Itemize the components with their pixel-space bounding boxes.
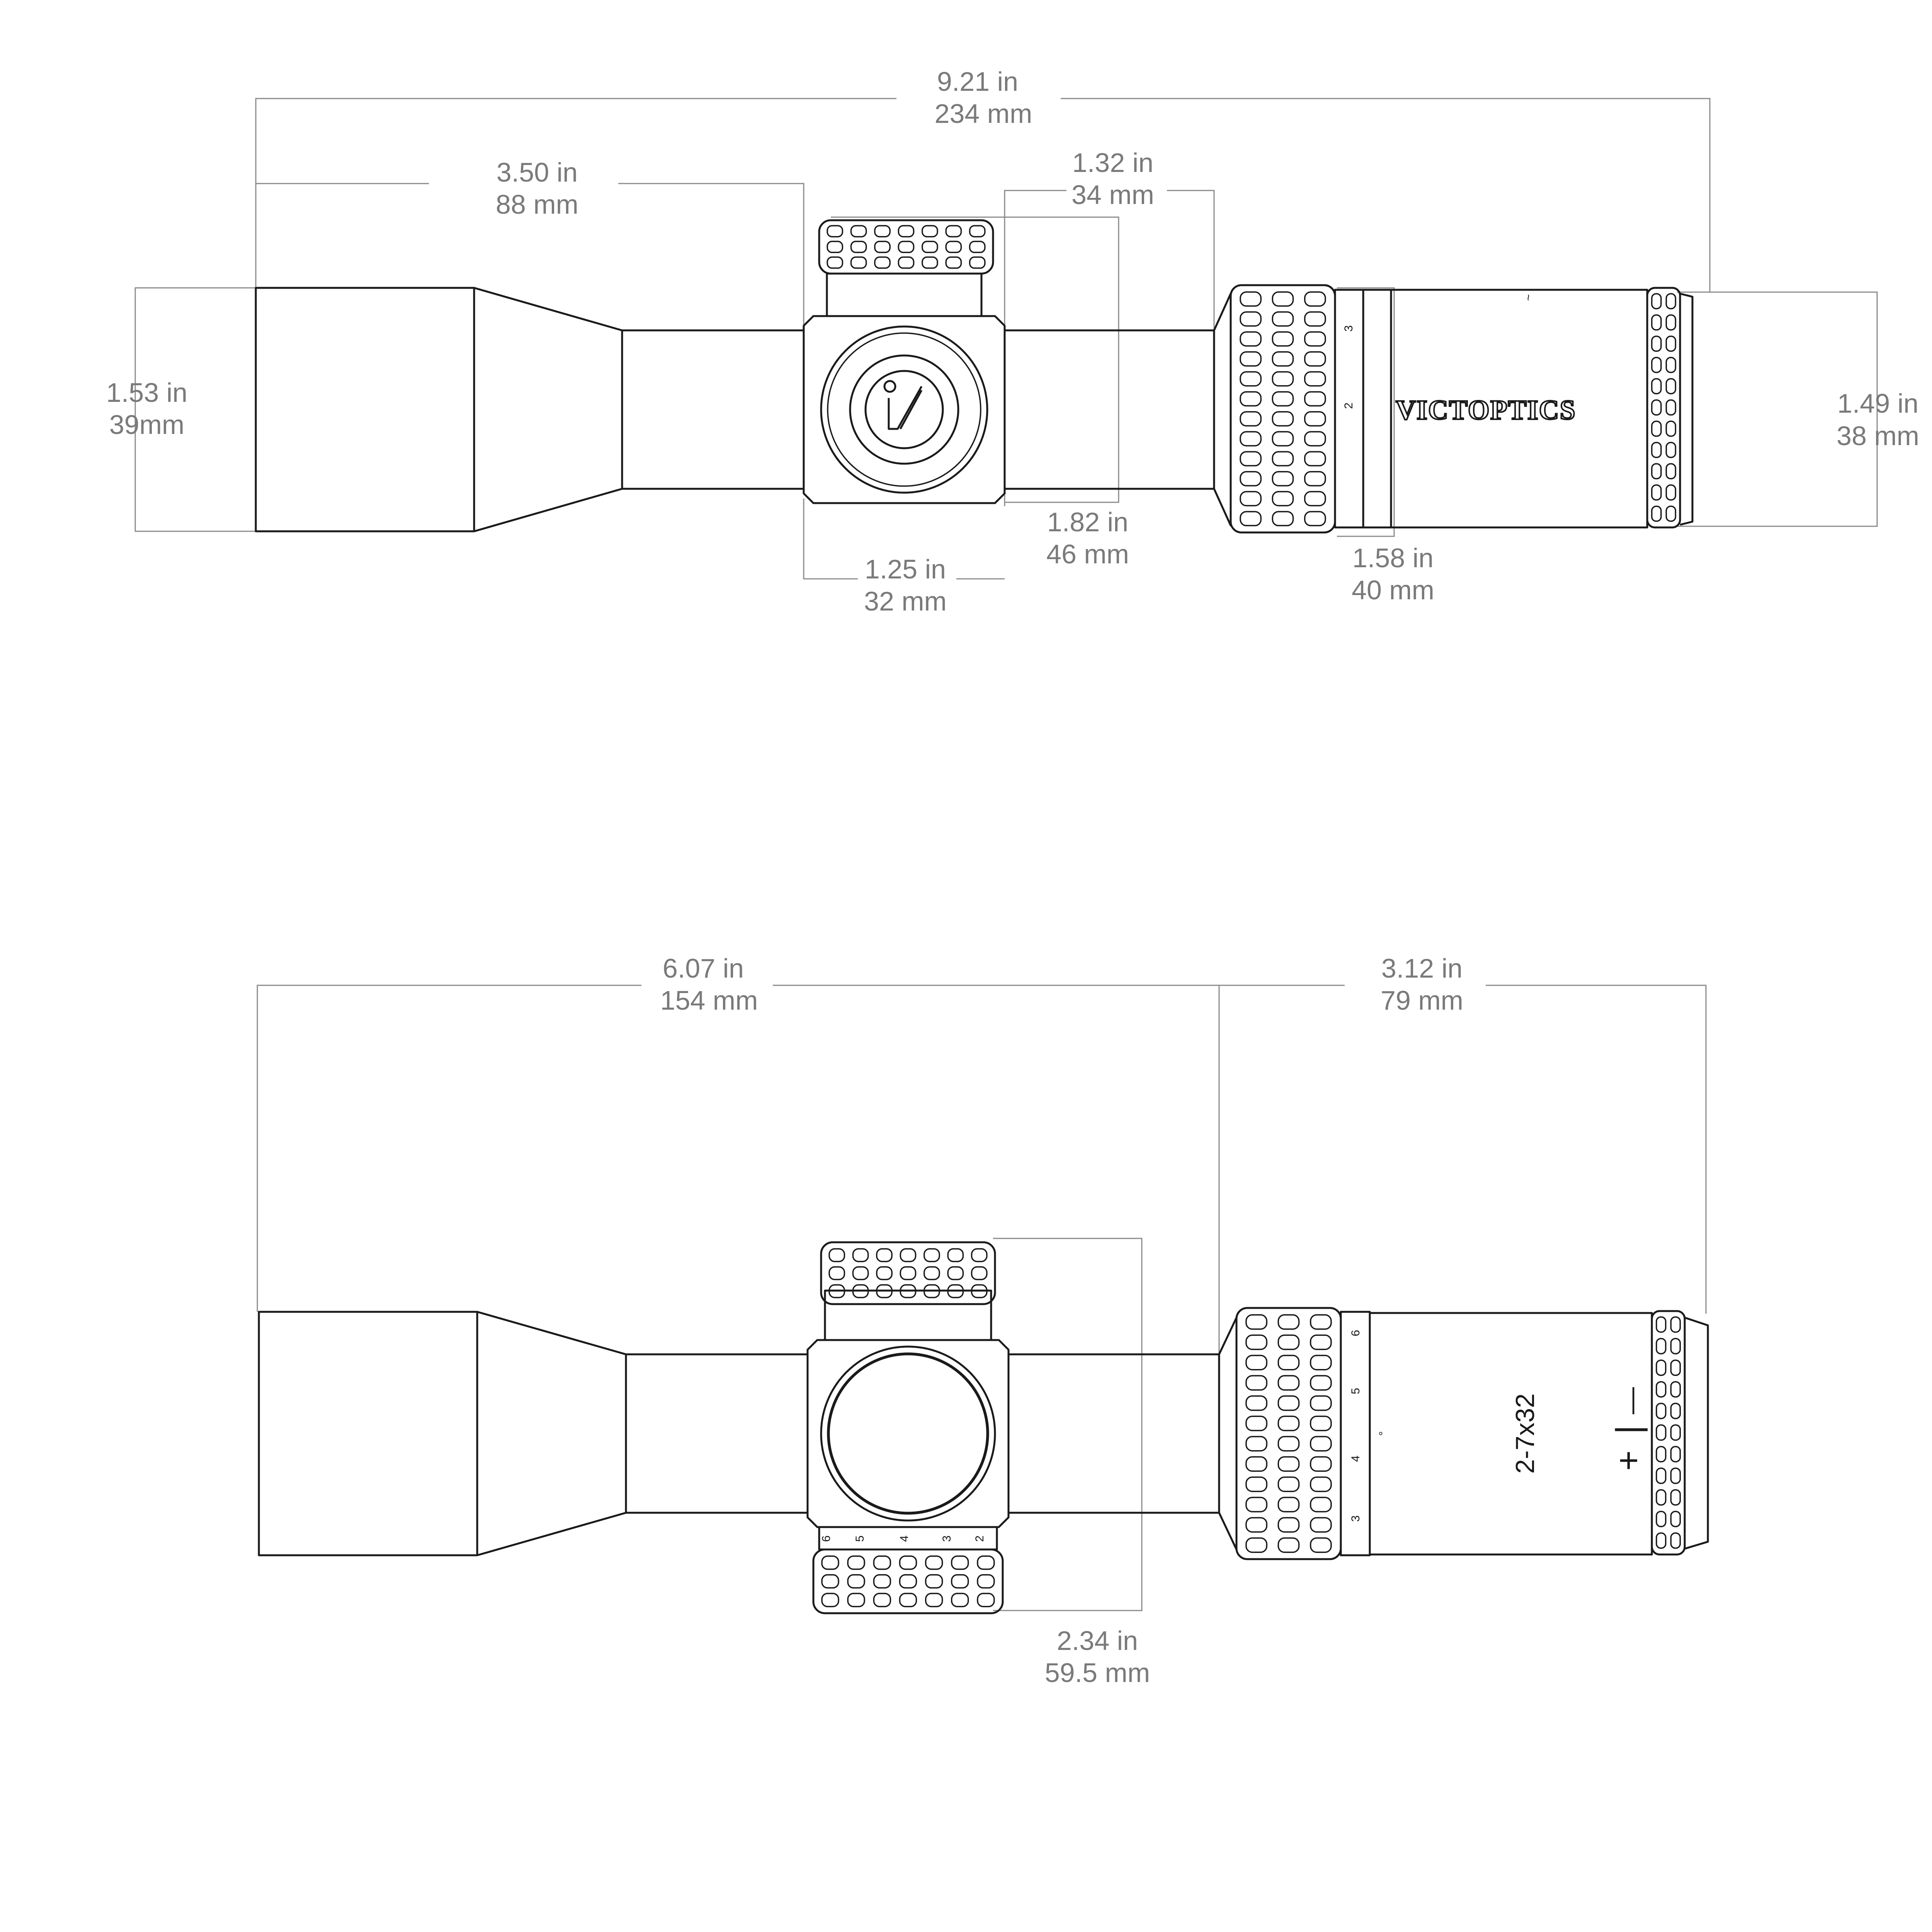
side-power-scale-5: 5 [1349,1388,1362,1395]
side-dimension-labels: 6.07 in 154 mm 3.12 in 79 mm 2.34 in 59.… [660,953,1463,1688]
eyepiece-mark: ~ [1522,294,1535,301]
tube-diameter-in: 1.25 in [865,554,946,584]
overall-length-line [255,98,1711,293]
side-rear-tube [1007,1353,1220,1514]
windage-knob-ridge [827,332,981,487]
objective-bell [255,287,475,532]
dial-scale-6: 6 [820,1536,833,1542]
elevation-turret-knurl [827,225,986,269]
front-length-line [257,985,1220,1391]
model-designation: 2-7x32 [1510,1393,1540,1474]
turret-height-in: 1.82 in [1047,507,1128,537]
turret-saddle [803,315,1006,504]
side-turret-neck [824,1289,992,1341]
ocular-diameter-mm: 38 mm [1837,421,1919,451]
power-ring-taper [1213,293,1232,527]
overall-length-mm: 234 mm [935,99,1032,129]
rear-length-in: 3.12 in [1381,953,1463,983]
parallax-dial-knurl [821,1555,995,1607]
victoptics-logo-icon [883,380,923,430]
dial-scale-2: 2 [973,1536,986,1542]
objective-diameter-line [134,287,259,532]
side-power-scale-6: 6 [1349,1330,1362,1337]
side-power-ring-knurl [1245,1314,1332,1553]
windage-knob-outer [820,325,988,494]
ocular-rim [1680,293,1694,526]
objective-length-line [256,183,804,328]
top-dimension-labels: 9.21 in 234 mm 3.50 in 88 mm 1.53 in 39m… [106,66,1919,616]
ocular-diameter-in: 1.49 in [1837,388,1918,418]
eyepiece-length-in: 1.58 in [1352,543,1434,573]
windage-knob-cap [828,1353,988,1514]
focus-plus: + [1609,1451,1648,1471]
diopter-ring-knurl [1651,293,1677,522]
rear-tube-length-mm: 34 mm [1071,180,1154,210]
turret-width-line [993,1238,1143,1611]
rear-length-line [1219,985,1707,1314]
dial-scale-5: 5 [854,1536,866,1542]
side-objective-bell [258,1311,478,1556]
overall-length-in: 9.21 in [937,66,1018,97]
turret-height-mm: 46 mm [1046,539,1129,569]
power-scale-2: 2 [1342,403,1355,409]
windage-knob-ridge [827,1352,989,1515]
turret-height-line [831,216,1119,503]
objective-diameter-mm: 39mm [109,410,184,440]
logo-ring [864,370,944,449]
front-length-in: 6.07 in [663,953,744,983]
tube-diameter-line [803,498,1005,580]
objective-taper [474,287,623,532]
side-ocular-rim [1684,1316,1709,1550]
side-diopter-ring [1651,1310,1686,1556]
side-scope-body: 6 5 4 3 2 6 5 4 3 ° 2-7x32 + | — [258,1241,1709,1614]
turret-width-mm: 59.5 mm [1045,1658,1150,1688]
parallax-dial [812,1548,1004,1614]
side-dimension-lines [257,985,1707,1611]
eyepiece-length-line [1337,287,1395,537]
power-scale-3: 3 [1342,325,1355,332]
ocular-diameter-line [1677,291,1878,527]
eyepiece-length-mm: 40 mm [1352,575,1434,605]
side-view: 6.07 in 154 mm 3.12 in 79 mm 2.34 in 59.… [257,953,1709,1688]
top-view: 9.21 in 234 mm 3.50 in 88 mm 1.53 in 39m… [106,66,1919,616]
tube-diameter-mm: 32 mm [864,586,947,616]
dial-scale-3: 3 [940,1536,953,1542]
side-diopter-ring-knurl [1656,1316,1681,1549]
side-power-ring [1235,1307,1342,1560]
rear-length-mm: 79 mm [1381,985,1463,1015]
side-front-tube [625,1353,809,1514]
diopter-ring [1646,287,1681,529]
turret-neck [826,272,983,317]
dial-scale-4: 4 [898,1536,911,1542]
side-power-ring-taper [1218,1316,1238,1551]
front-tube [621,329,805,490]
top-dimension-lines [134,98,1878,580]
side-turret-saddle [806,1339,1010,1528]
side-elevation-turret-cap [820,1241,996,1305]
objective-diameter-in: 1.53 in [106,378,187,408]
power-ring-knurl [1240,291,1326,527]
side-objective-taper [477,1311,627,1556]
focus-minus: — [1616,1387,1646,1414]
side-power-scale-4: 4 [1349,1456,1362,1462]
index-dot: ° [1377,1431,1390,1436]
brand-logotype: VICTOPTICS [1396,395,1576,425]
rear-tube [1003,329,1215,490]
objective-length-in: 3.50 in [497,157,578,187]
rear-tube-length-in: 1.32 in [1072,148,1153,178]
windage-knob-scalloped [820,1345,996,1522]
focus-bar: | [1609,1425,1648,1434]
turret-width-in: 2.34 in [1057,1626,1138,1656]
rear-tube-length-line [1004,190,1215,506]
front-length-mm: 154 mm [660,985,758,1015]
side-power-scale-3: 3 [1349,1515,1362,1522]
elevation-turret-cap [818,219,994,275]
top-scope-body: 3 2 VICTOPTICS ~ [255,219,1694,534]
side-elevation-turret-knurl [828,1248,988,1298]
power-ring [1230,284,1336,534]
objective-length-mm: 88 mm [496,189,578,219]
windage-knob-face [849,354,959,465]
